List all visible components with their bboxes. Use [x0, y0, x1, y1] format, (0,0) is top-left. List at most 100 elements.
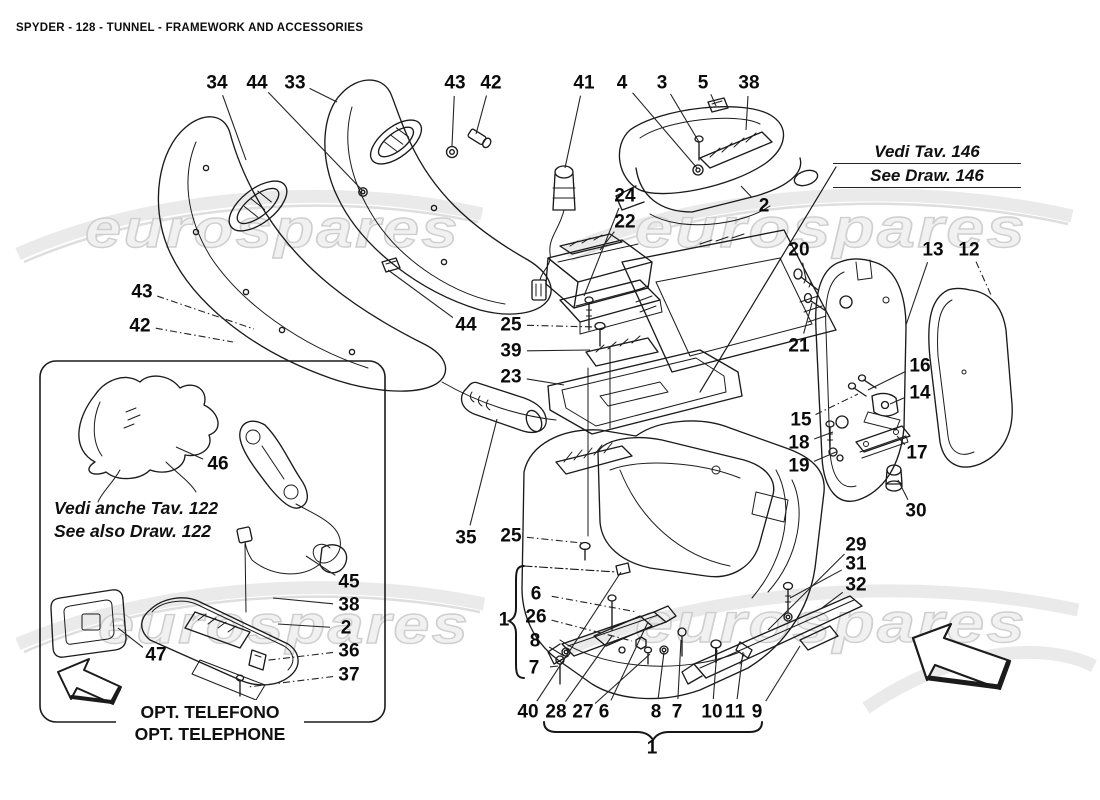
fasteners-top-drawing: [358, 128, 492, 197]
part-label-20: 20: [788, 239, 810, 261]
part-label-22: 22: [614, 211, 636, 233]
part-label-8: 8: [529, 630, 541, 652]
leader-line-7: [549, 665, 559, 668]
part-label-36: 36: [338, 640, 360, 662]
leader-line-41: [564, 95, 582, 169]
leader-line-37: [247, 675, 334, 688]
group-1-tick: [523, 565, 617, 573]
leader-line-14: [889, 396, 906, 405]
part-label-14: 14: [909, 382, 931, 404]
leader-line-21: [803, 302, 813, 334]
latch-hardware-drawing: [793, 268, 911, 492]
part-label-19: 19: [788, 455, 810, 477]
part-label-30: 30: [905, 500, 927, 522]
cross-reference-146: Vedi Tav. 146 See Draw. 146: [833, 142, 1021, 190]
part-label-26: 26: [525, 606, 547, 628]
part-label-43: 43: [131, 281, 153, 303]
leader-line-13: [905, 262, 929, 326]
leader-line-39: [526, 349, 591, 352]
leader-line-38: [745, 95, 749, 131]
leader-line-8: [657, 651, 665, 700]
watermark-text-1: eurospares: [635, 196, 1027, 259]
part-label-18: 18: [788, 432, 810, 454]
leader-line-19: [813, 451, 837, 462]
part-label-6: 6: [598, 701, 610, 723]
note-146-leader: [699, 166, 837, 393]
part-label-6: 6: [530, 583, 542, 605]
group-1-brace-vertical: [506, 565, 525, 679]
part-label-12: 12: [958, 239, 980, 261]
part-label-32: 32: [845, 574, 867, 596]
leader-line-42: [155, 327, 234, 343]
part-label-28: 28: [545, 701, 567, 723]
part-label-37: 37: [338, 664, 360, 686]
handle-drawing: [460, 381, 547, 434]
leader-line-25: [526, 536, 583, 544]
part-label-23: 23: [500, 366, 522, 388]
part-label-44: 44: [455, 314, 477, 336]
part-label-4: 4: [616, 72, 628, 94]
part-label-11: 11: [724, 701, 746, 723]
part-label-31: 31: [845, 553, 867, 575]
cup-tray-drawing: [547, 321, 743, 561]
leader-line-29: [767, 553, 845, 631]
direction-arrow-drawing: [911, 622, 1012, 691]
part-label-10: 10: [701, 701, 723, 723]
cross-reference-122-english: See also Draw. 122: [54, 521, 211, 541]
part-label-1: 1: [646, 737, 658, 759]
lid-panel-12-drawing: [928, 287, 1013, 468]
leader-line-6: [551, 595, 638, 613]
line-art: [39, 79, 1013, 723]
part-label-35: 35: [455, 527, 477, 549]
leader-line-22: [599, 231, 615, 251]
part-label-3: 3: [656, 72, 668, 94]
part-label-25: 25: [500, 525, 522, 547]
cross-reference-122: Vedi anche Tav. 122 See also Draw. 122: [54, 497, 218, 543]
leader-line-24: [583, 207, 620, 297]
leader-line-27: [594, 653, 651, 704]
part-label-47: 47: [145, 644, 167, 666]
part-label-7: 7: [528, 657, 540, 679]
leader-line-6: [610, 621, 649, 701]
part-label-33: 33: [284, 72, 306, 94]
leader-line-32: [821, 591, 844, 609]
leader-line-2: [277, 623, 331, 628]
watermark-swoosh: [15, 188, 1097, 714]
part-label-8: 8: [650, 701, 662, 723]
part-label-40: 40: [517, 701, 539, 723]
leader-line-30: [897, 479, 909, 501]
leader-line-46: [175, 446, 204, 460]
leader-line-44: [267, 91, 364, 192]
part-label-42: 42: [129, 315, 151, 337]
part-label-34: 34: [206, 72, 228, 94]
part-label-46: 46: [207, 453, 229, 475]
leader-line-11: [736, 651, 744, 700]
leader-line-3: [670, 93, 700, 143]
leader-line-10: [712, 649, 718, 700]
part-label-39: 39: [500, 340, 522, 362]
leader-line-38: [272, 597, 334, 605]
leader-line-12: [975, 261, 992, 296]
lighter-drawing: [531, 165, 576, 301]
part-label-29: 29: [845, 534, 867, 556]
leader-line-16: [867, 370, 906, 391]
leader-line-2: [740, 185, 753, 198]
leader-line-4: [632, 92, 698, 169]
part-label-27: 27: [572, 701, 594, 723]
part-label-25: 25: [500, 314, 522, 336]
part-label-16: 16: [909, 355, 931, 377]
part-label-7: 7: [671, 701, 683, 723]
tunnel-body-drawing: [521, 420, 825, 700]
leader-line-8: [548, 646, 565, 657]
leader-line-5: [710, 94, 717, 107]
part-label-2: 2: [758, 195, 770, 217]
leader-line-43: [157, 295, 255, 330]
group-1-brace-horizontal: [543, 721, 763, 742]
leader-line-31: [789, 569, 843, 599]
cross-reference-146-italian: Vedi Tav. 146: [833, 142, 1021, 164]
part-label-24: 24: [614, 185, 636, 207]
radio-frame-drawing: [621, 229, 837, 373]
leader-line-18: [814, 431, 834, 440]
leader-line-47: [117, 627, 144, 648]
